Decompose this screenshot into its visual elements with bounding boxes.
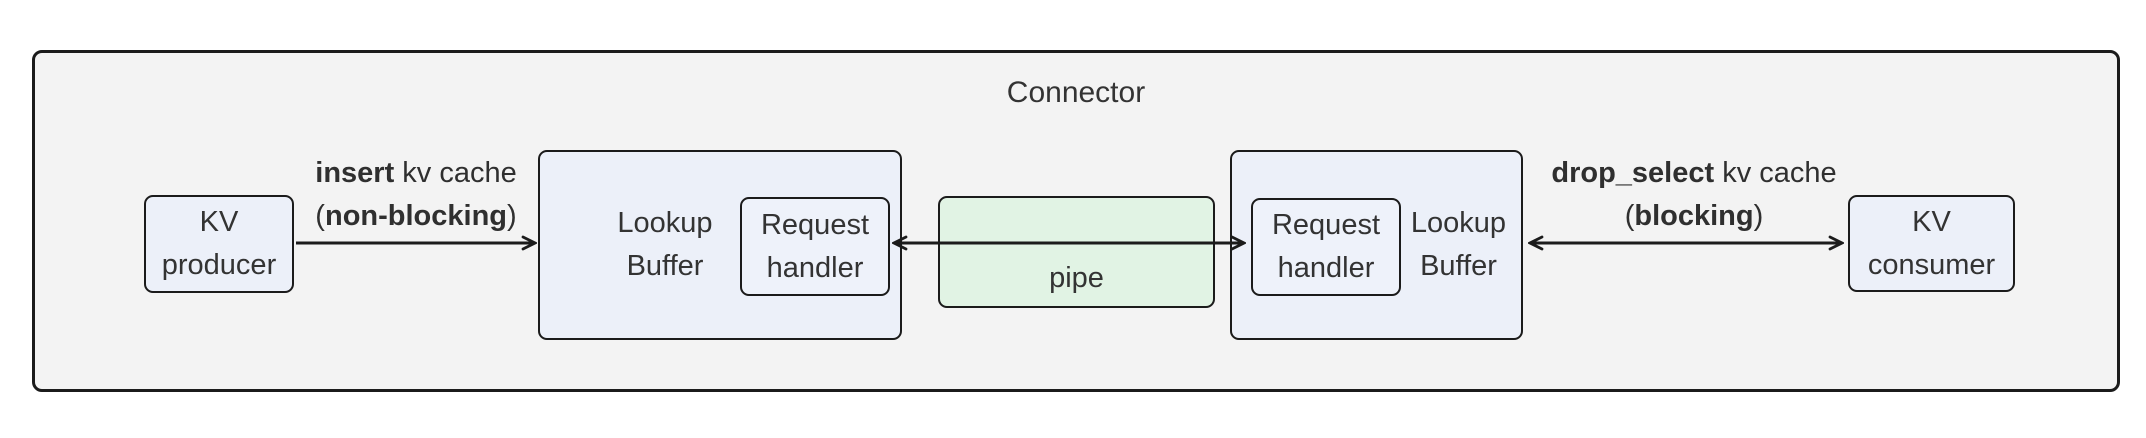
request-handler-right-label: Request handler (1271, 209, 1380, 284)
request-handler-left-label: Request handler (760, 208, 869, 284)
drop-select-paren-close: ) (1753, 200, 1764, 232)
lookup-buffer-right-node: Request handler Lookup Buffer (1230, 150, 1523, 340)
drop-select-edge-label-line2: (blocking) (1551, 195, 1836, 238)
drop-select-edge-label-line1: drop_select kv cache (1551, 152, 1836, 195)
insert-edge-label: insert kv cache (non-blocking) (315, 152, 516, 238)
kv-consumer-label: KV consumer (1867, 205, 1996, 281)
lookup-buffer-left-node: Lookup Buffer Request handler (538, 150, 902, 340)
pipe-node: pipe (938, 196, 1215, 308)
drop-select-edge-label: drop_select kv cache (blocking) (1551, 152, 1836, 238)
drop-select-method-text: drop_select (1551, 157, 1715, 189)
kv-producer-node: KV producer (144, 195, 294, 293)
lookup-buffer-right-label: Lookup Buffer (1410, 207, 1507, 282)
connector-title: Connector (1006, 76, 1146, 109)
insert-edge-label-line2: (non-blocking) (315, 195, 516, 238)
drop-select-rest-text: kv cache (1714, 157, 1837, 189)
request-handler-right-node: Request handler (1251, 198, 1401, 296)
pipe-label: pipe (1049, 262, 1104, 294)
drop-select-paren-open: ( (1624, 200, 1635, 232)
insert-method-text: insert (315, 157, 395, 189)
insert-mode-text: non-blocking (324, 200, 508, 232)
kv-consumer-node: KV consumer (1848, 195, 2015, 292)
insert-edge-label-line1: insert kv cache (315, 152, 516, 195)
kv-producer-label: KV producer (161, 206, 277, 281)
insert-paren-close: ) (507, 200, 517, 232)
insert-rest-text: kv cache (394, 157, 517, 189)
lookup-buffer-left-label: Lookup Buffer (617, 207, 713, 282)
request-handler-left-node: Request handler (740, 197, 890, 296)
insert-paren-open: ( (315, 200, 325, 232)
drop-select-mode-text: blocking (1634, 200, 1754, 232)
